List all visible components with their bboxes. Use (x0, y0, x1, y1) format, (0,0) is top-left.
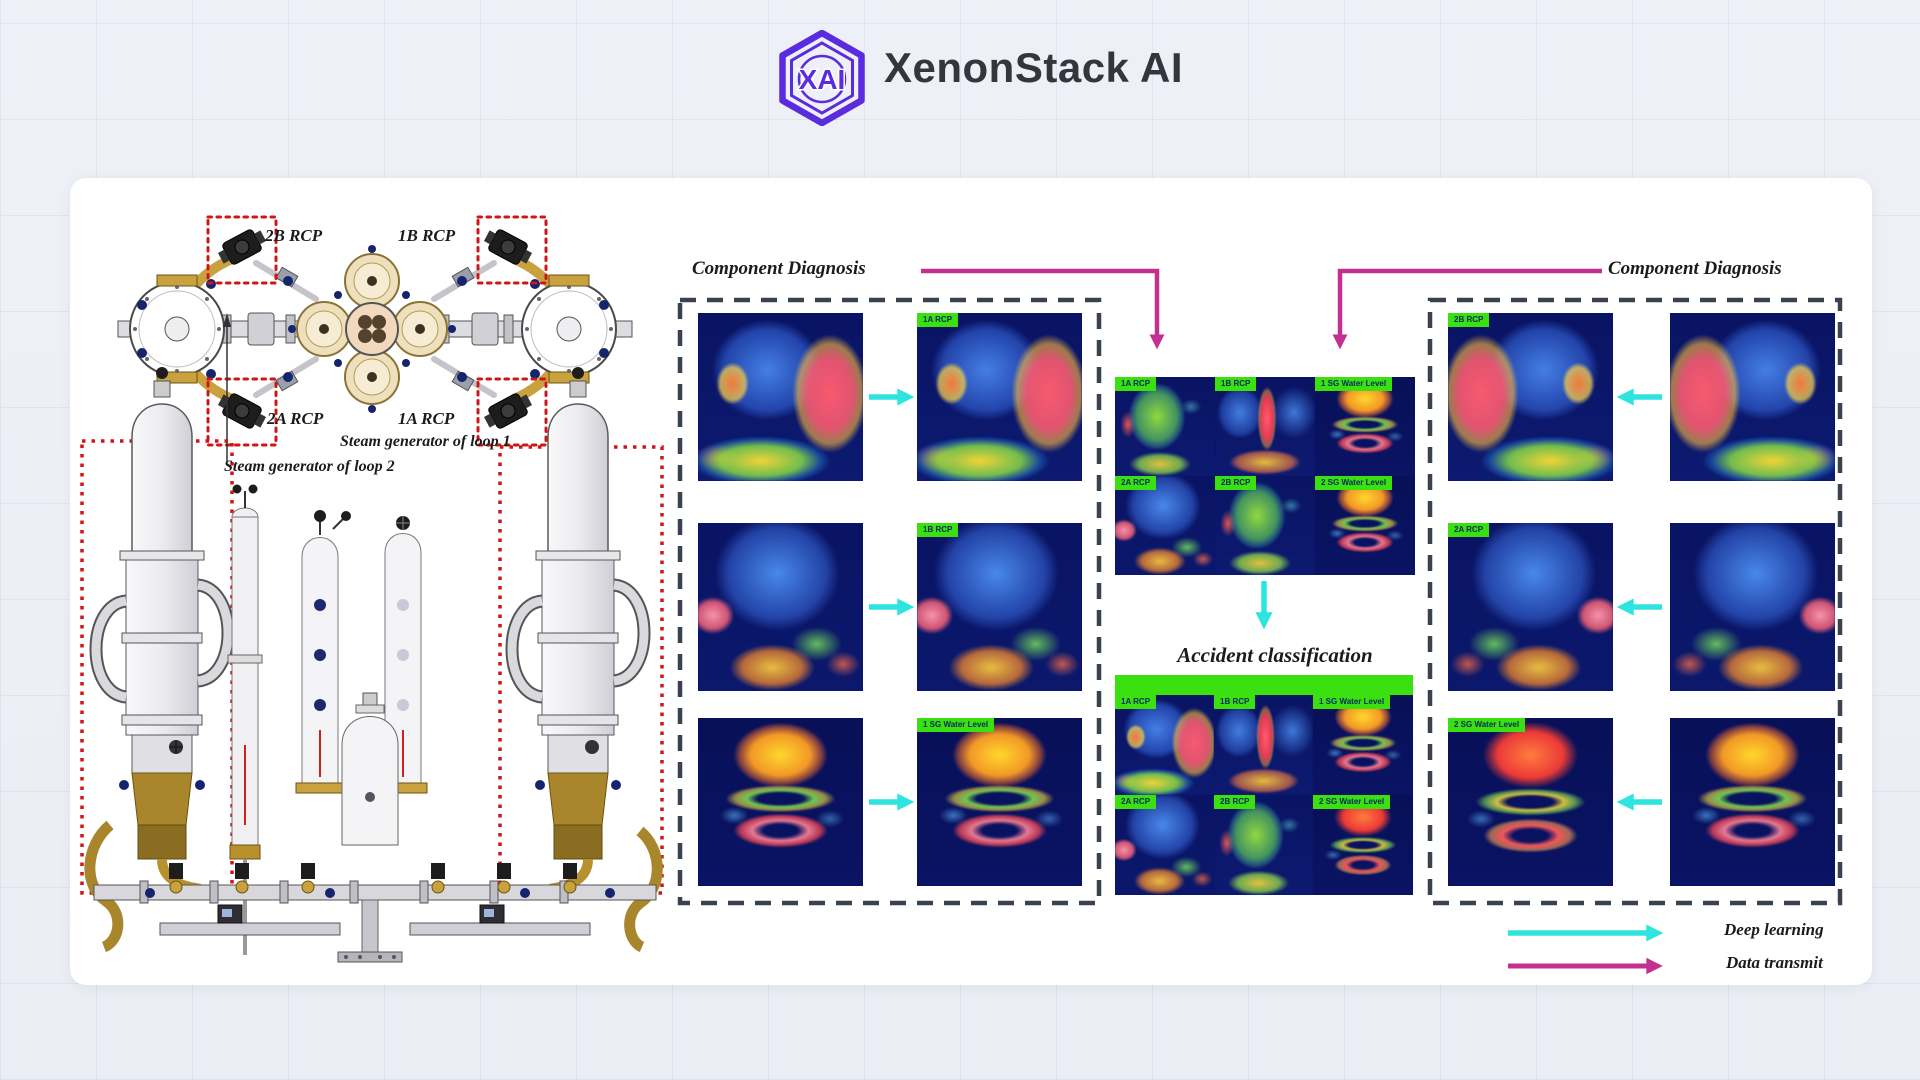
collage-tag: 2A RCP (1115, 795, 1157, 809)
thermal-image (1448, 523, 1613, 691)
collage-cell: 2B RCP (1214, 795, 1313, 895)
diagnosis-tag: 1A RCP (917, 313, 959, 327)
steam-generator-2 (89, 367, 235, 860)
accident-classification-title: Accident classification (1177, 643, 1373, 667)
collage-tag: 1B RCP (1215, 377, 1257, 391)
legend-deep-learning-label: Deep learning (1724, 920, 1824, 939)
diagnosis-tag: 2B RCP (1448, 313, 1490, 327)
collage-tag: 1 SG Water Level (1313, 695, 1391, 709)
pump-label-1b: 1B RCP (398, 226, 456, 245)
thermal-image (1214, 795, 1313, 895)
thermal-image (917, 523, 1082, 691)
sg-loop2-label: Steam generator of loop 2 (224, 458, 395, 475)
diagnosis-tag: 1B RCP (917, 523, 959, 537)
diagnosis-tag: 2 SG Water Level (1448, 718, 1526, 732)
collage-cell: 1B RCP (1214, 695, 1313, 795)
thermal-image (698, 313, 863, 481)
sg-loop1-label: Steam generator of loop 1 (340, 433, 511, 450)
collage-tag: 1A RCP (1115, 695, 1157, 709)
collage-tag: 2B RCP (1214, 795, 1256, 809)
steam-generator-1 (505, 367, 651, 860)
right-panel-title: Component Diagnosis (1608, 258, 1782, 279)
thermal-input-2sg-level (1670, 718, 1835, 886)
thermal-image (1670, 313, 1835, 481)
left-panel-title: Component Diagnosis (692, 258, 866, 279)
thermal-image (1115, 476, 1215, 575)
thermal-diagnosed-2sg-level: 2 SG Water Level (1448, 718, 1613, 886)
pipe-manifold (84, 820, 663, 963)
thermal-diagnosed-1b-rcp: 1B RCP (917, 523, 1082, 691)
thermal-image (1214, 695, 1313, 795)
column-b (378, 516, 428, 794)
legend-data-transmit-label: Data transmit (1726, 953, 1823, 972)
collage-cell: 1 SG Water Level (1313, 695, 1413, 795)
logo-monogram: XAI (799, 64, 846, 95)
diagnosis-tag: 2A RCP (1448, 523, 1490, 537)
thermal-input-2a-rcp (1670, 523, 1835, 691)
thermal-image (1115, 795, 1214, 895)
thermal-image (1215, 476, 1315, 575)
collage-cell: 2A RCP (1115, 476, 1215, 575)
thermal-image (1215, 377, 1315, 476)
collage-tag: 2 SG Water Level (1313, 795, 1391, 809)
thermal-input-1a-rcp (698, 313, 863, 481)
thermal-diagnosed-1sg-level: 1 SG Water Level (917, 718, 1082, 886)
pressurizer-column (227, 484, 263, 955)
pump-label-2b: 2B RCP (265, 226, 323, 245)
thermal-image (917, 313, 1082, 481)
thermal-image (1670, 523, 1835, 691)
thermal-image (1315, 377, 1415, 476)
diagnosis-tag: 1 SG Water Level (917, 718, 995, 732)
thermal-image (1115, 695, 1214, 795)
collage-cell: 1A RCP (1115, 695, 1214, 795)
plant-schematic (80, 215, 664, 963)
collage-tag: 2B RCP (1215, 476, 1257, 490)
thermal-diagnosed-1a-rcp: 1A RCP (917, 313, 1082, 481)
thermal-image (698, 718, 863, 886)
thermal-image (1313, 695, 1413, 795)
collage-cell: 1B RCP (1215, 377, 1315, 476)
collage-cell: 1A RCP (1115, 377, 1215, 476)
pump-label-1a: 1A RCP (398, 409, 455, 428)
collage-tag: 1A RCP (1115, 377, 1157, 391)
collage-cell: 2 SG Water Level (1315, 476, 1415, 575)
collage-cell: 2 SG Water Level (1313, 795, 1413, 895)
collage-cell: 1 SG Water Level (1315, 377, 1415, 476)
collage-cell: 2A RCP (1115, 795, 1214, 895)
collage-tag: 1B RCP (1214, 695, 1256, 709)
thermal-image (1448, 313, 1613, 481)
thermal-image (917, 718, 1082, 886)
elevation-view (80, 367, 664, 963)
thermal-image (698, 523, 863, 691)
column-a (295, 510, 351, 794)
thermal-input-1sg-level (698, 718, 863, 886)
collage-cell: 2B RCP (1215, 476, 1315, 575)
thermal-diagnosed-2a-rcp: 2A RCP (1448, 523, 1613, 691)
collage-tag: 1 SG Water Level (1315, 377, 1393, 391)
thermal-image (1315, 476, 1415, 575)
thermal-image (1448, 718, 1613, 886)
thermal-input-1b-rcp (698, 523, 863, 691)
thermal-input-2b-rcp (1670, 313, 1835, 481)
thermal-image (1313, 795, 1413, 895)
collage-tag: 2 SG Water Level (1315, 476, 1393, 490)
dome-vessel (341, 692, 399, 846)
classification-result-bar (1115, 675, 1413, 695)
xenonstack-logo-icon: XAI (779, 30, 865, 126)
collage-tag: 2A RCP (1115, 476, 1157, 490)
brand-title: XenonStack AI (884, 44, 1184, 91)
thermal-diagnosed-2b-rcp: 2B RCP (1448, 313, 1613, 481)
pump-label-2a: 2A RCP (267, 409, 324, 428)
plan-view (117, 215, 633, 463)
thermal-image (1115, 377, 1215, 476)
thermal-image (1670, 718, 1835, 886)
pump-highlight-boxes (206, 215, 548, 447)
